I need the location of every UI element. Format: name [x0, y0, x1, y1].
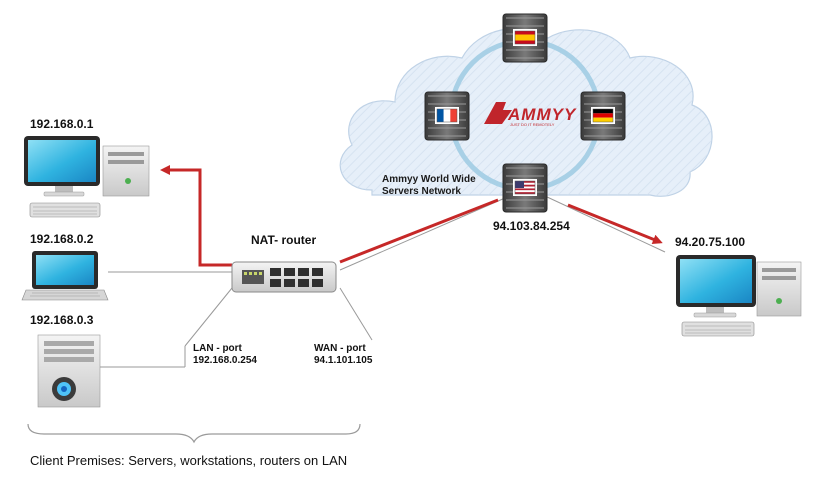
arrow-cloud-to-remote [567, 203, 663, 245]
cloud-server-ip: 94.103.84.254 [493, 219, 570, 233]
host-workstation-1 [24, 136, 150, 218]
host-server-3 [37, 334, 101, 408]
cloud-server-4 [502, 163, 548, 213]
host-ip-3: 192.168.0.3 [30, 313, 94, 327]
spain-flag-icon [514, 30, 536, 45]
host-ip-2: 192.168.0.2 [30, 232, 94, 246]
cloud-name-line1: Ammyy World Wide [382, 174, 476, 185]
traffic-arrows [160, 165, 663, 267]
cloud-server-2 [424, 91, 470, 141]
lan-port-label: LAN - port [193, 343, 243, 354]
lan-port-ip: 192.168.0.254 [193, 355, 257, 366]
france-flag-icon [436, 108, 458, 123]
arrow-to-lan-host [160, 165, 232, 267]
cloud-name-line2: Servers Network [382, 186, 461, 197]
wan-port-ip: 94.1.101.105 [314, 355, 373, 366]
client-premises-brace [27, 423, 361, 444]
logo-tagline: JUST DO IT REMOTELY [510, 122, 555, 127]
cloud-server-1 [502, 13, 548, 63]
ammyy-logo-icon [484, 102, 512, 124]
logo-wordmark: AMMYY [507, 105, 577, 124]
caption: Client Premises: Servers, workstations, … [30, 453, 347, 468]
remote-workstation [676, 255, 802, 337]
usa-flag-icon [514, 180, 536, 195]
wan-port-label: WAN - port [314, 343, 366, 354]
cloud-server-3 [580, 91, 626, 141]
remote-ip: 94.20.75.100 [675, 235, 745, 249]
router-title: NAT- router [251, 233, 316, 247]
host-laptop-2 [21, 251, 109, 301]
lan-links [100, 195, 666, 368]
nat-router [231, 261, 337, 293]
ammyy-logo: AMMYY JUST DO IT REMOTELY [484, 102, 577, 127]
arrow-router-to-cloud [339, 198, 499, 264]
host-ip-1: 192.168.0.1 [30, 117, 94, 131]
germany-flag-icon [592, 108, 614, 123]
